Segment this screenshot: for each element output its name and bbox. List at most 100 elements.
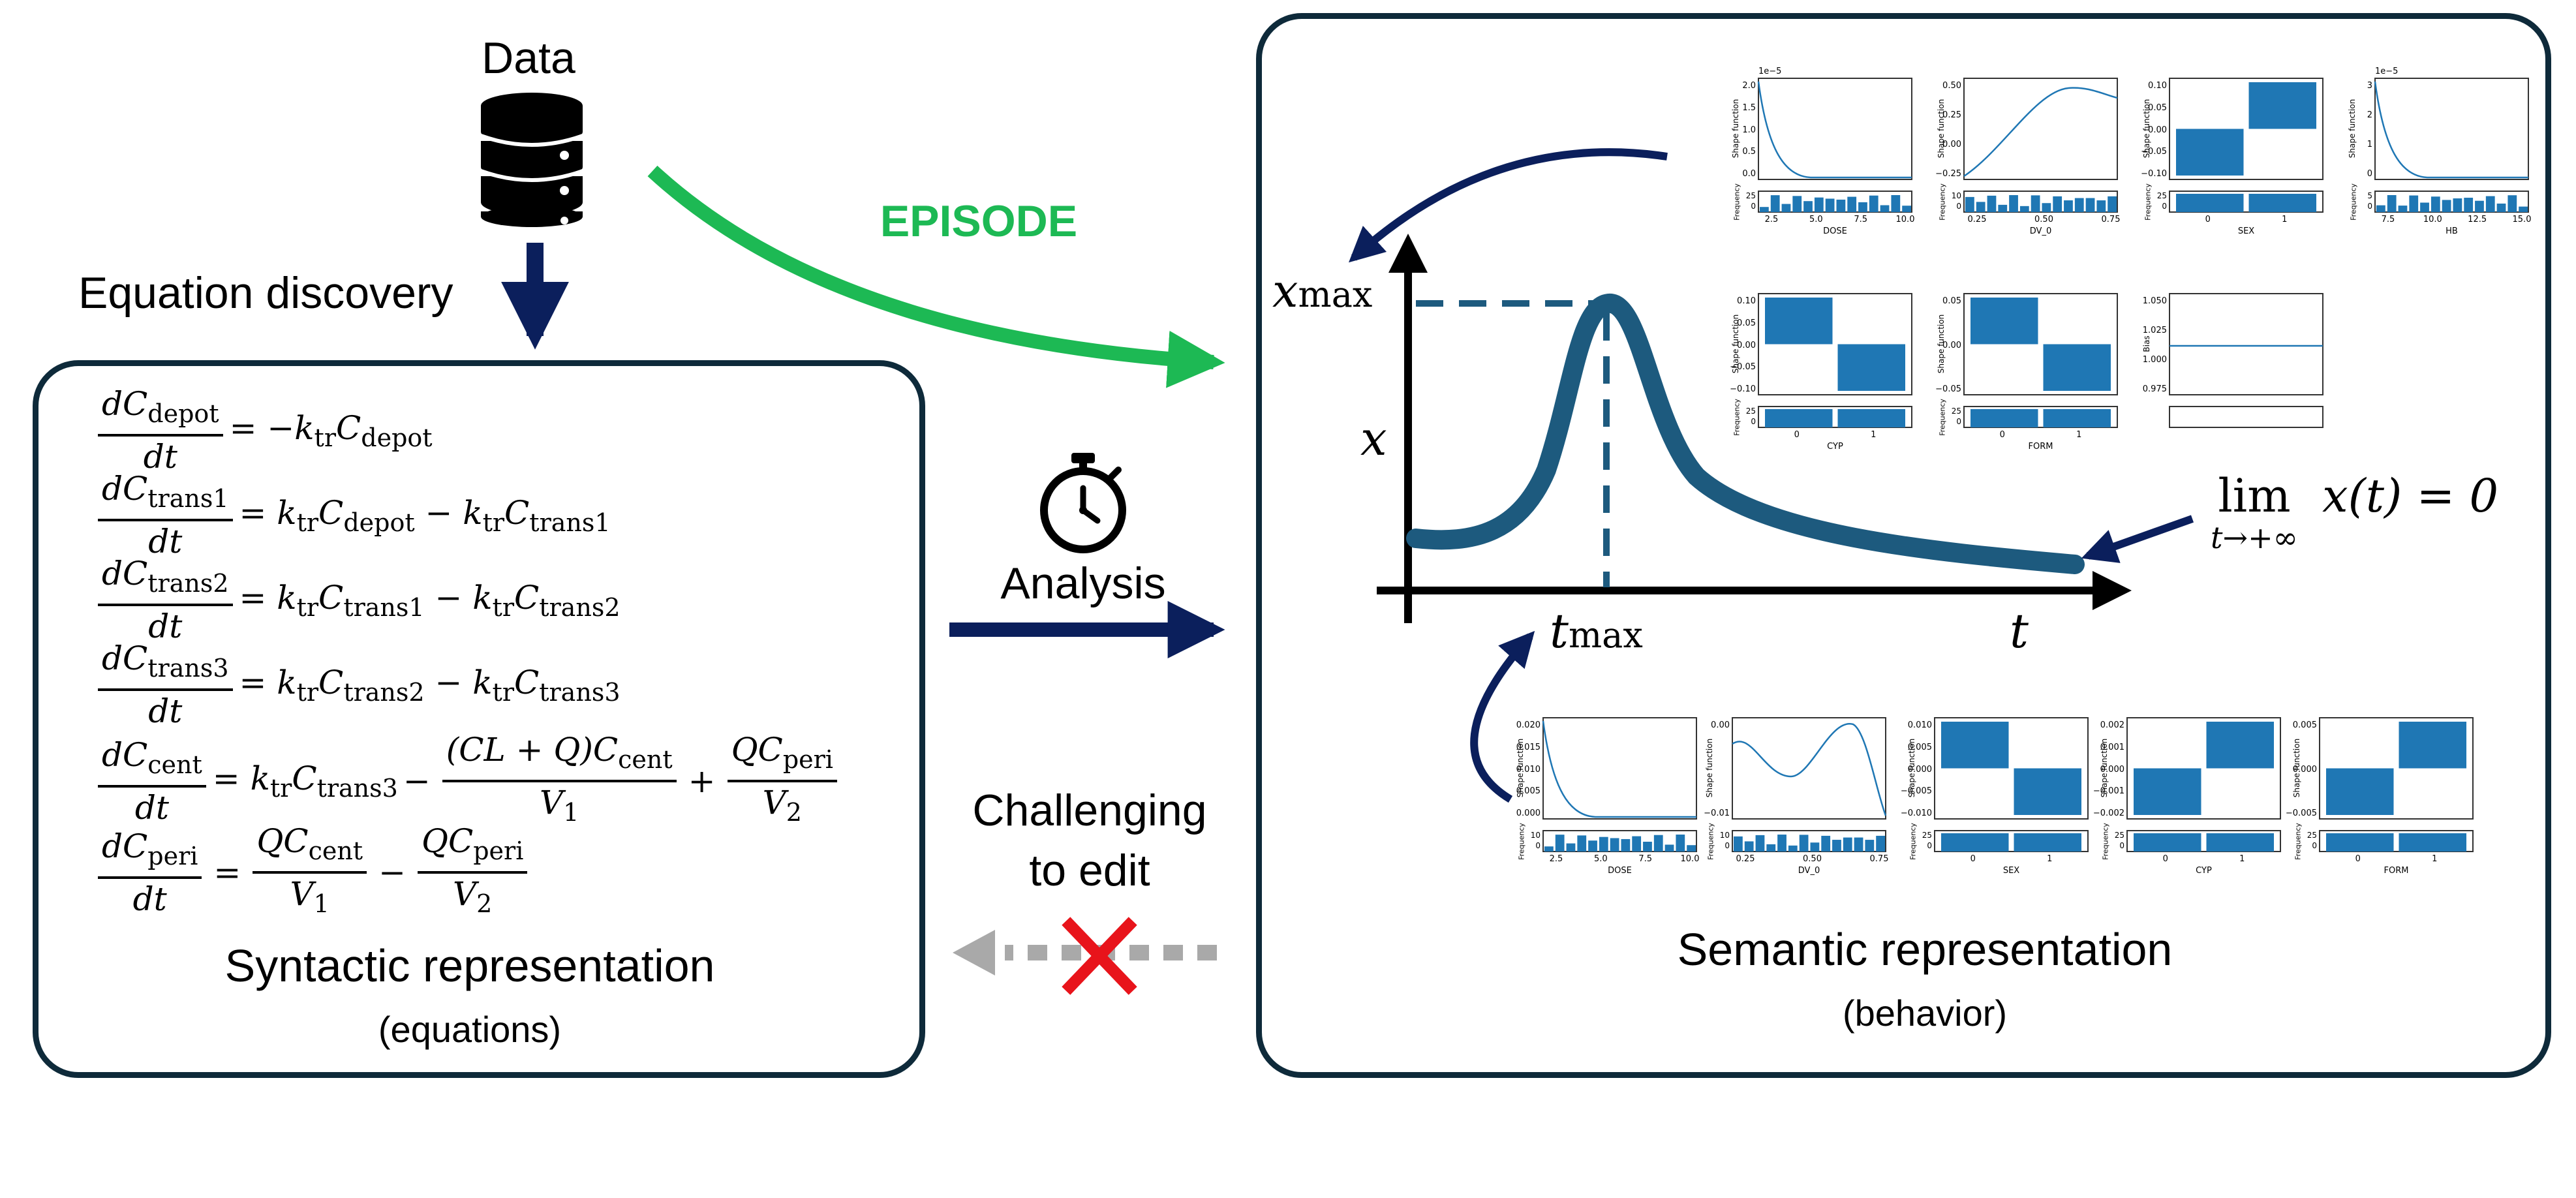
hist-axis-label: Frequency [2143,183,2153,221]
x-tick-label: 5.0 [1809,215,1823,224]
plot-bar [2176,129,2244,176]
denominator-text: dt [143,438,177,476]
x-tick-label: 0 [2355,854,2361,864]
y-tick-label: −0.001 [2093,786,2124,797]
histogram-bar [2442,200,2451,212]
feature-label: DOSE [1823,226,1847,236]
t-max-symbol: t [1550,604,1569,658]
feature-label: SEX [2237,226,2255,236]
term-text: − k [424,578,493,617]
equation-discovery-label: Equation discovery [78,268,453,318]
semantic-subtitle: (behavior) [1842,992,2008,1034]
term-text: C [514,578,540,617]
y-axis-label: Shape function [1937,314,1946,373]
hist-tick-label: 25 [2307,831,2317,840]
histogram-bar [1821,835,1831,852]
histogram-frame [2319,830,2474,852]
hist-tick-label: 25 [2156,191,2167,200]
database-icon [480,93,584,227]
term-subscript: trans1 [529,508,611,537]
denominator-subscript: 1 [563,798,579,827]
histogram-bar [1610,838,1619,852]
histogram-bar [1865,840,1875,852]
plot-bar [2399,722,2466,769]
y-tick-label: −0.05 [1730,362,1756,373]
y-tick-label: 1.025 [2142,326,2167,335]
y-tick-label: 0.00 [1942,140,1961,149]
histogram-bar [1803,201,1813,212]
denominator: dt [148,691,182,731]
term-text: C [292,760,317,797]
histogram-bar [1766,844,1776,852]
shape-plot-axes [2126,717,2281,852]
shape-curve [1542,720,1696,818]
x-tick-label: 0 [1999,430,2005,440]
operator: = [213,853,241,891]
histogram-bar [1777,835,1786,852]
y-axis-label: Shape function [1516,738,1525,797]
plot-frame [1732,717,1886,820]
y-tick-label: 0.0 [1742,169,1756,179]
shape-curve [2374,81,2528,179]
histogram-bar [1734,836,1743,852]
equation-term: = ktrCtrans1 [239,578,425,622]
y-axis-label: Shape function [2142,99,2151,158]
to-edit-label: to edit [1029,846,1150,895]
x-max-symbol: x [1272,264,1298,318]
term-subscript: tr [492,677,514,707]
term-subscript: depot [343,508,415,537]
shape-plot-axes [1934,717,2089,852]
term-text: = k [239,578,297,617]
y-axis-label: Bias [2142,335,2151,352]
y-tick-label: −0.01 [1704,808,1730,818]
denominator-text: dt [148,692,183,730]
term-subscript: trans3 [539,677,621,707]
histogram-bar [2430,196,2440,212]
equation-term: − ktrCtrans2 [424,578,620,622]
plot-frame [2169,78,2323,180]
y-tick-label: 0.5 [1742,147,1756,157]
feature-label: DV_0 [2029,226,2052,236]
plot-bar [1765,298,1833,345]
histogram-bar [1792,196,1802,212]
hist-axis-label: Frequency [1706,823,1715,860]
histogram-bar [1788,845,1798,852]
feature-label: SEX [2002,866,2020,876]
x-tick-label: 5.0 [1593,854,1608,864]
hist-axis-label: Frequency [2349,183,2358,221]
x-tick-label: 1 [1871,430,1877,440]
limit-sub: t→+∞ [2211,520,2298,555]
x-tick-label: 0 [2205,215,2211,224]
term-subscript: trans1 [343,592,425,622]
histogram-bar [2031,195,2040,212]
y-tick-label: 0.00 [1737,340,1756,350]
shape-plot-axes [1757,78,1912,213]
histogram-bar [1825,198,1835,212]
histogram-bar [1810,842,1820,852]
top-plots-arrow [1348,148,1668,263]
x-tick-label: 12.5 [2468,215,2487,224]
y-tick-label: 1.5 [1742,102,1756,113]
denominator-text: dt [148,523,183,561]
plot-frame [1758,293,1912,395]
y-tick-label: 0.020 [1516,720,1541,730]
plot-frame [2169,293,2323,395]
histogram-bar [1941,833,2009,852]
histogram-bar [2453,198,2462,212]
y-tick-label: 1.0 [1742,125,1756,135]
y-tick-label: 0.10 [1737,296,1756,306]
hist-tick-label: 0 [1956,417,1961,426]
numerator: dCtrans1 [98,468,233,521]
numerator-text: QC [256,822,309,860]
shape-plot-axes [1732,717,1887,852]
term-text: − k [414,493,483,532]
x-tick-label: 0 [1794,430,1800,440]
denominator-subscript: 2 [476,889,493,918]
y-axis-label: Shape function [2292,738,2301,797]
